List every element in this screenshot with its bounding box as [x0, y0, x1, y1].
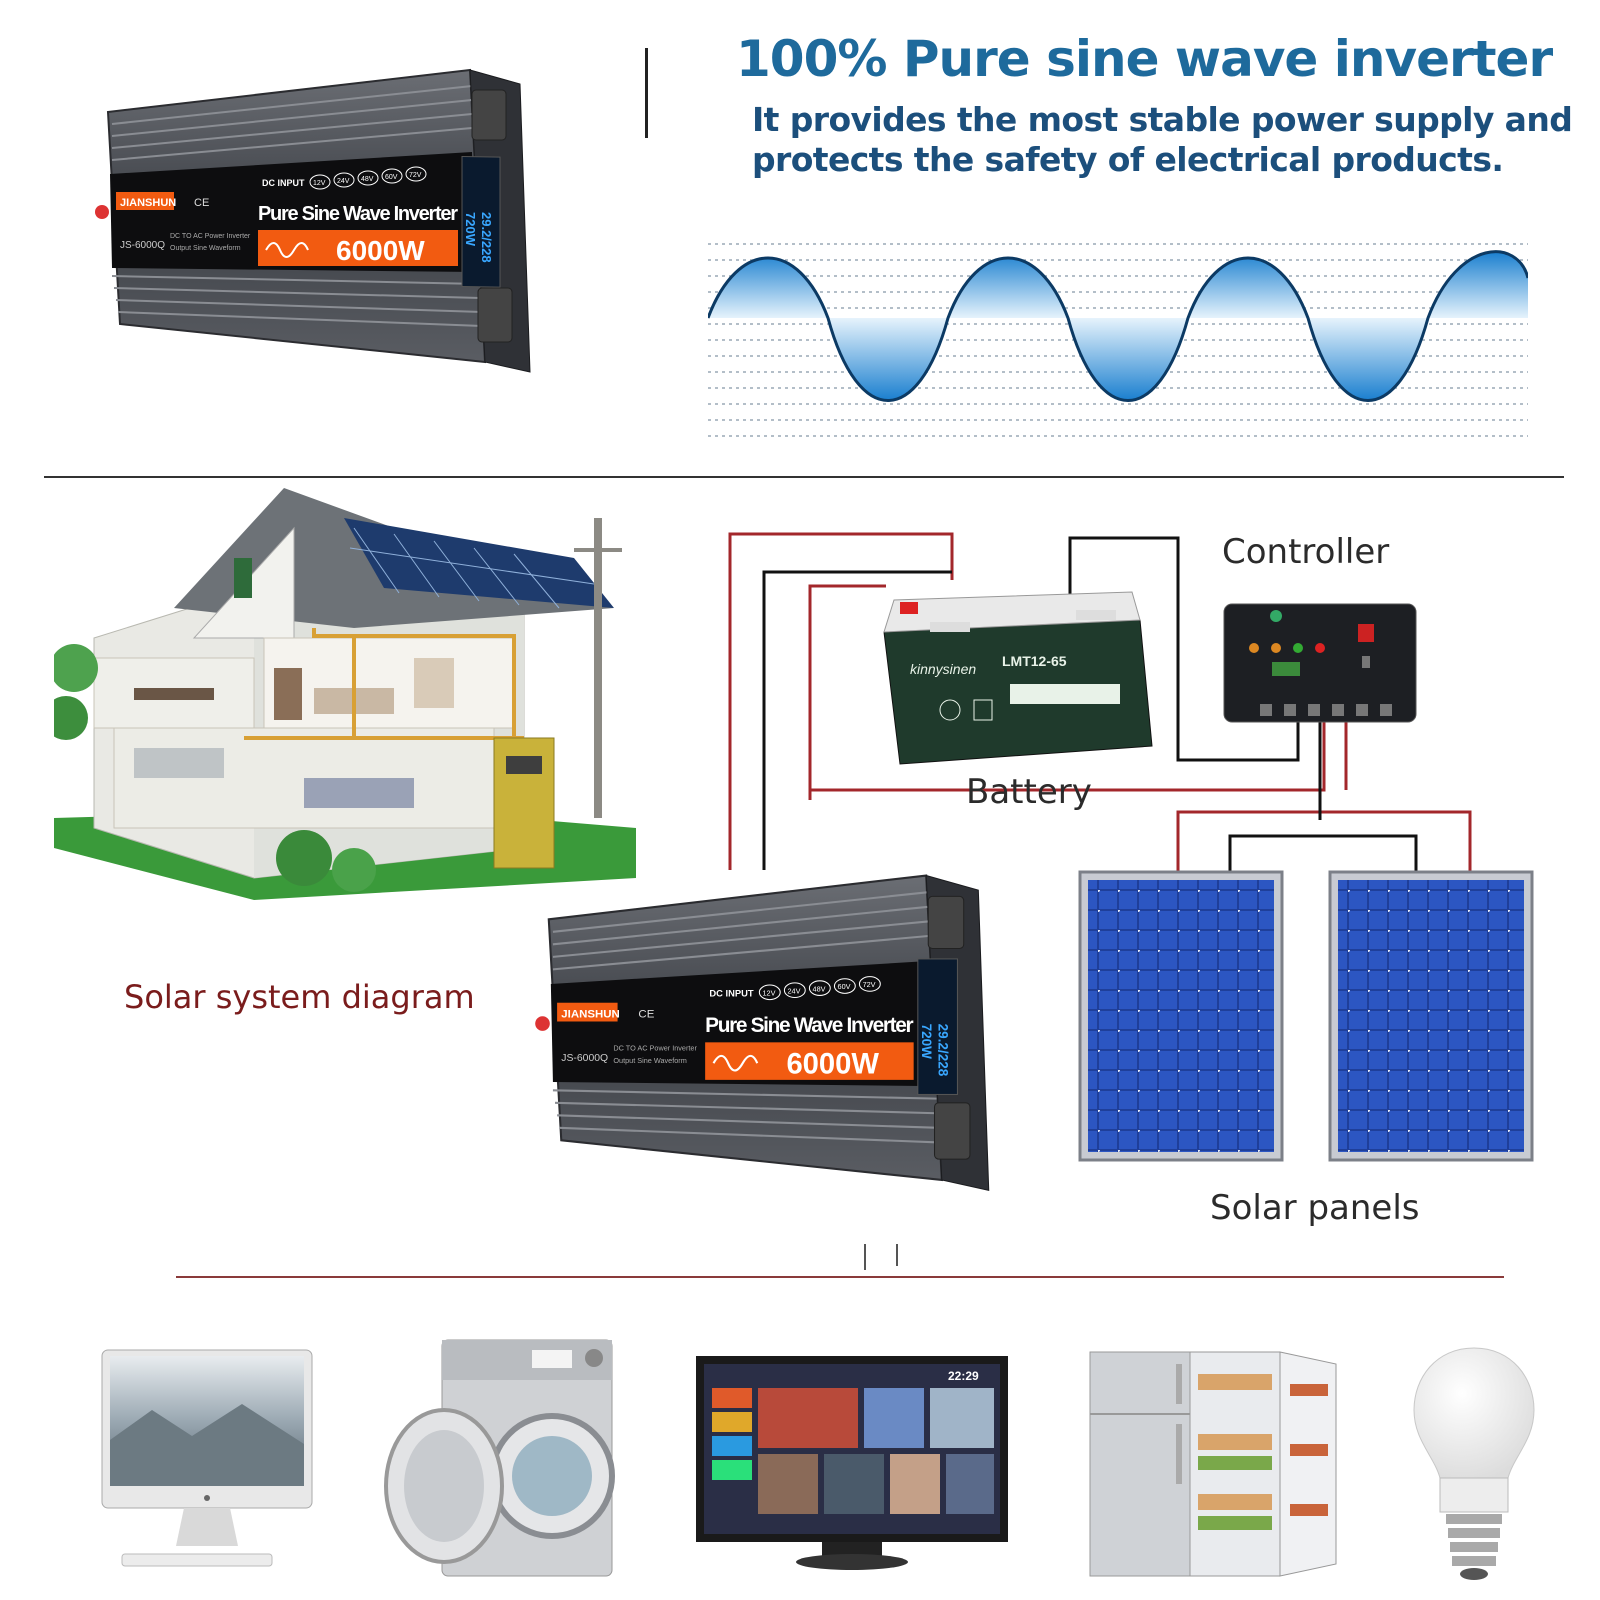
- voltage-badge: 48V: [813, 984, 826, 993]
- voltage-badge: 12V: [762, 988, 775, 997]
- appliance-refrigerator: [1089, 1351, 1337, 1577]
- divider-vertical: [645, 48, 648, 138]
- product-name: Pure Sine Wave Inverter: [258, 203, 458, 225]
- subtitle-line-1: It provides the most stable power supply…: [752, 100, 1573, 139]
- product-name: Pure Sine Wave Inverter: [705, 1014, 914, 1037]
- battery-brand: kinnysinen: [910, 661, 976, 677]
- appliance-light-bulb: [1413, 1347, 1535, 1580]
- tick-mark: [864, 1244, 866, 1270]
- spec-line-1: DC TO AC Power Inverter: [170, 233, 251, 240]
- wiring-diagram: [728, 532, 1472, 872]
- voltage-badge: 24V: [788, 986, 801, 995]
- solar-panel-left: [1078, 870, 1284, 1162]
- power-rating: 6000W: [336, 235, 425, 266]
- cert-label: CE: [638, 1008, 654, 1020]
- lcd-readout-line1: 29.2/228: [936, 1024, 951, 1077]
- house-illustration: [54, 488, 636, 900]
- subtitle-line-2: protects the safety of electrical produc…: [752, 140, 1504, 179]
- solar-panel-right: [1328, 870, 1534, 1162]
- divider-horizontal-top: [44, 476, 1564, 478]
- voltage-badges: 12V 24V 48V 60V 72V: [309, 166, 427, 190]
- solar-panels-label: Solar panels: [1210, 1188, 1420, 1228]
- battery-model: LMT12-65: [1002, 653, 1067, 669]
- inverter-product-image-center: 29.2/228 720W JIANSHUN CE JS-6000Q DC TO…: [535, 874, 990, 1192]
- voltage-badge: 48V: [361, 176, 374, 183]
- battery-label: Battery: [966, 772, 1092, 812]
- voltage-badge: 60V: [838, 982, 851, 991]
- tick-mark: [896, 1244, 898, 1266]
- tv-clock: 22:29: [948, 1369, 979, 1383]
- controller-label: Controller: [1222, 532, 1390, 572]
- spec-line-2: Output Sine Waveform: [613, 1056, 686, 1065]
- appliance-washing-machine: [384, 1339, 615, 1577]
- appliance-computer: [101, 1349, 313, 1567]
- cert-label: CE: [194, 197, 209, 209]
- power-knob-icon: [535, 1016, 550, 1031]
- lcd-readout-line1: 29.2/228: [479, 212, 494, 263]
- brand-label: JIANSHUN: [561, 1008, 620, 1020]
- house-caption: Solar system diagram: [124, 978, 475, 1016]
- dc-input-label: DC INPUT: [262, 178, 305, 188]
- sine-wave-graphic: [708, 243, 1528, 437]
- charge-controller-illustration: [1223, 603, 1417, 723]
- brand-label: JIANSHUN: [120, 197, 176, 209]
- voltage-badge: 60V: [385, 174, 398, 181]
- spec-line-2: Output Sine Waveform: [170, 245, 241, 252]
- voltage-badge: 72V: [409, 172, 422, 179]
- voltage-badge: 12V: [313, 180, 326, 187]
- spec-line-1: DC TO AC Power Inverter: [613, 1044, 697, 1053]
- sine-symbol-icon: [265, 242, 309, 258]
- lcd-readout-line2: 720W: [463, 212, 478, 247]
- battery-illustration: kinnysinen LMT12-65: [883, 591, 1153, 765]
- lcd-readout-line2: 720W: [919, 1024, 934, 1060]
- voltage-badge: 72V: [863, 980, 876, 989]
- dc-input-label: DC INPUT: [709, 988, 754, 998]
- page-title: 100% Pure sine wave inverter: [736, 30, 1553, 88]
- sine-symbol-icon: [712, 1054, 759, 1072]
- appliance-television: 22:29: [696, 1356, 1008, 1570]
- model-label: JS-6000Q: [120, 240, 165, 251]
- inverter-product-image-top: 29.2/228 720W JIANSHUN CE JS-6000Q DC TO…: [95, 68, 531, 373]
- divider-horizontal-bottom: [176, 1276, 1504, 1278]
- voltage-badge: 24V: [337, 178, 350, 185]
- model-label: JS-6000Q: [561, 1053, 608, 1064]
- power-rating: 6000W: [786, 1049, 879, 1081]
- power-knob-icon: [95, 205, 109, 219]
- voltage-badges: 12V 24V 48V 60V 72V: [758, 976, 881, 1001]
